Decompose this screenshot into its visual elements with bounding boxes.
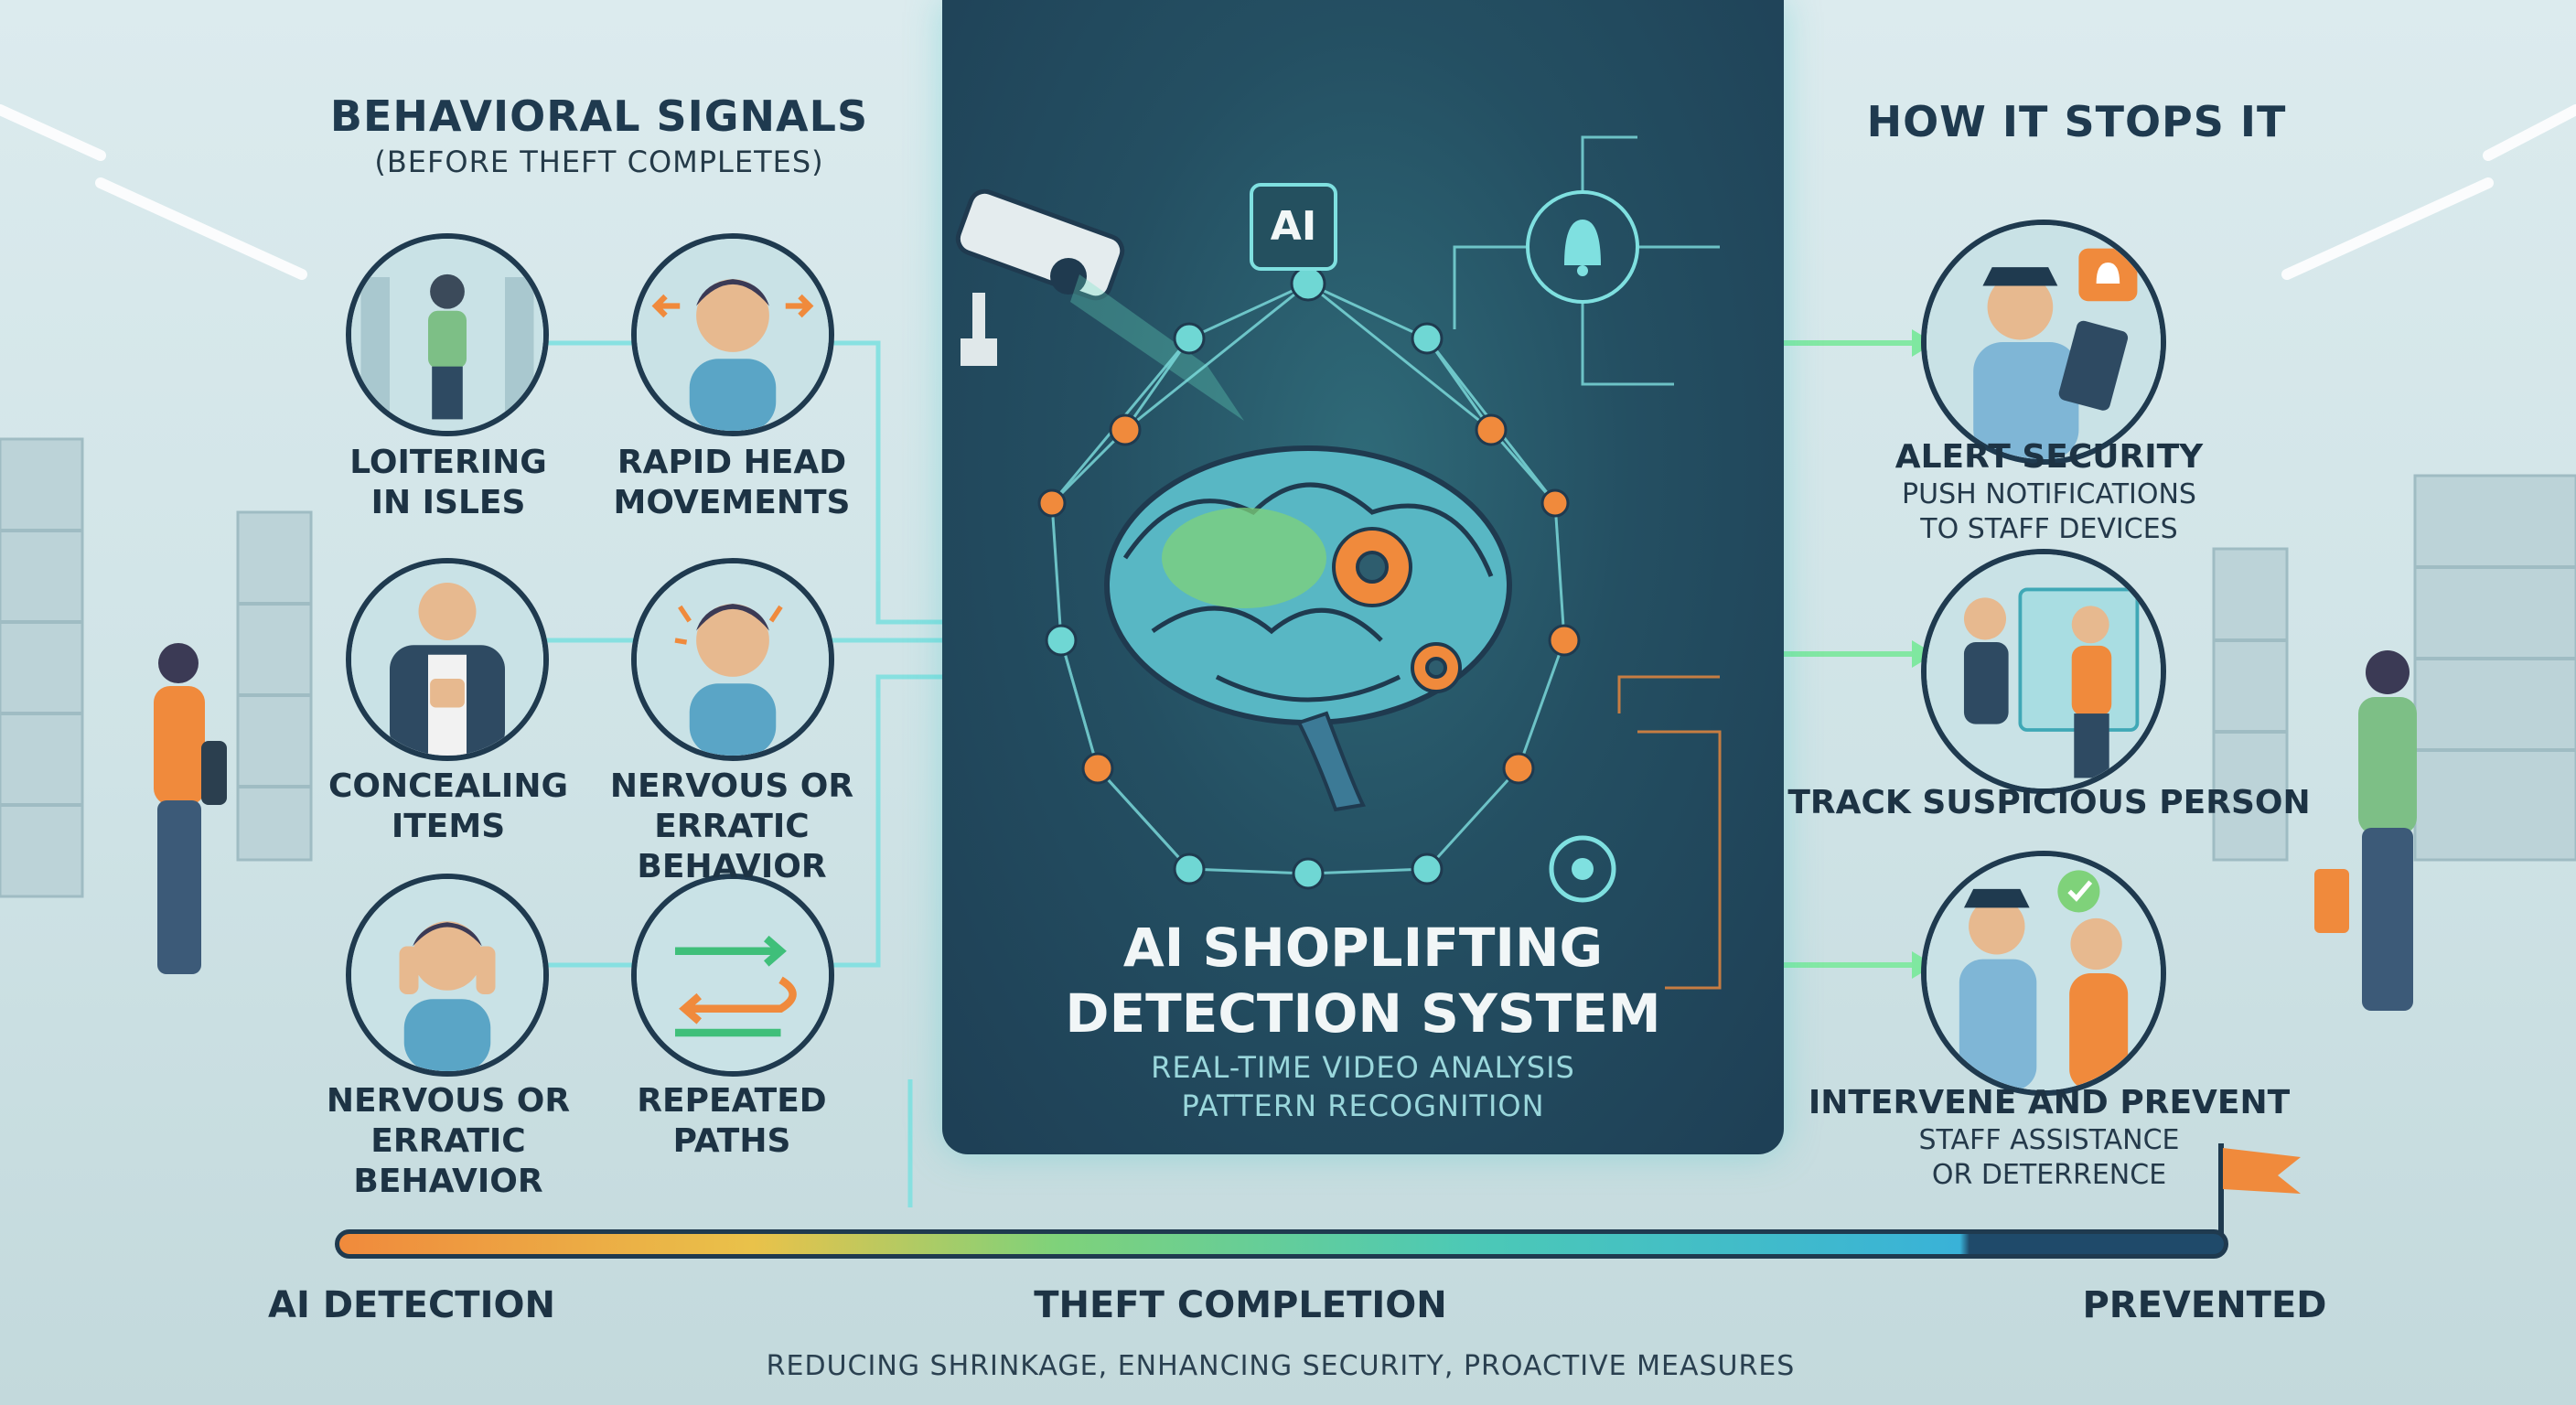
flag-icon <box>2218 1143 2301 1242</box>
signal-repeated-paths <box>631 874 834 1077</box>
brain-icon <box>1104 445 1512 812</box>
system-title: AI SHOPLIFTING DETECTION SYSTEM <box>1065 917 1661 1045</box>
gear-icon <box>1332 527 1462 693</box>
signal-erratic <box>346 874 549 1077</box>
step-label-track: TRACK SUSPICIOUS PERSON <box>1787 784 2311 821</box>
timeline-start-label: AI DETECTION <box>268 1284 555 1326</box>
concealing-items-icon <box>351 563 543 756</box>
step-intervene <box>1921 851 2166 1096</box>
timeline-end-label: PREVENTED <box>2082 1284 2327 1326</box>
signal-head-movements <box>631 233 834 436</box>
tagline: REDUCING SHRINKAGE, ENHANCING SECURITY, … <box>766 1350 1796 1382</box>
intervene-icon <box>1927 856 2161 1090</box>
shopper-right-icon <box>2314 650 2417 1011</box>
security-camera-icon <box>955 188 1125 366</box>
signal-loitering <box>346 233 549 436</box>
stressed-person-icon <box>351 879 543 1071</box>
timeline-middle-label: THEFT COMPLETION <box>1034 1284 1447 1326</box>
signal-nervous <box>631 558 834 761</box>
shopper-left-icon <box>154 643 227 974</box>
loitering-person-icon <box>351 239 543 431</box>
ai-badge: AI <box>1250 183 1337 271</box>
small-gear-icon <box>1549 835 1616 903</box>
step-alert-security <box>1921 220 2166 465</box>
repeated-paths-icon <box>637 879 829 1071</box>
nervous-person-icon <box>637 563 829 756</box>
neural-network-diagram <box>955 135 1722 990</box>
left-heading: BEHAVIORAL SIGNALS <box>329 91 869 141</box>
tracking-icon <box>1927 554 2161 788</box>
step-label-alert: ALERT SECURITY PUSH NOTIFICATIONS TO STA… <box>1894 438 2204 545</box>
right-heading: HOW IT STOPS IT <box>1866 97 2287 146</box>
signal-concealing <box>346 558 549 761</box>
left-subheading: (BEFORE THEFT COMPLETES) <box>374 145 824 179</box>
system-subtitle: REAL-TIME VIDEO ANALYSIS PATTERN RECOGNI… <box>1151 1050 1575 1123</box>
head-movement-icon <box>637 239 829 431</box>
security-alert-icon <box>1927 225 2161 459</box>
timeline-bar <box>335 1229 2228 1259</box>
step-label-intervene: INTERVENE AND PREVENT STAFF ASSISTANCE O… <box>1808 1084 2291 1191</box>
bell-icon <box>1526 190 1639 304</box>
step-track-person <box>1921 549 2166 794</box>
